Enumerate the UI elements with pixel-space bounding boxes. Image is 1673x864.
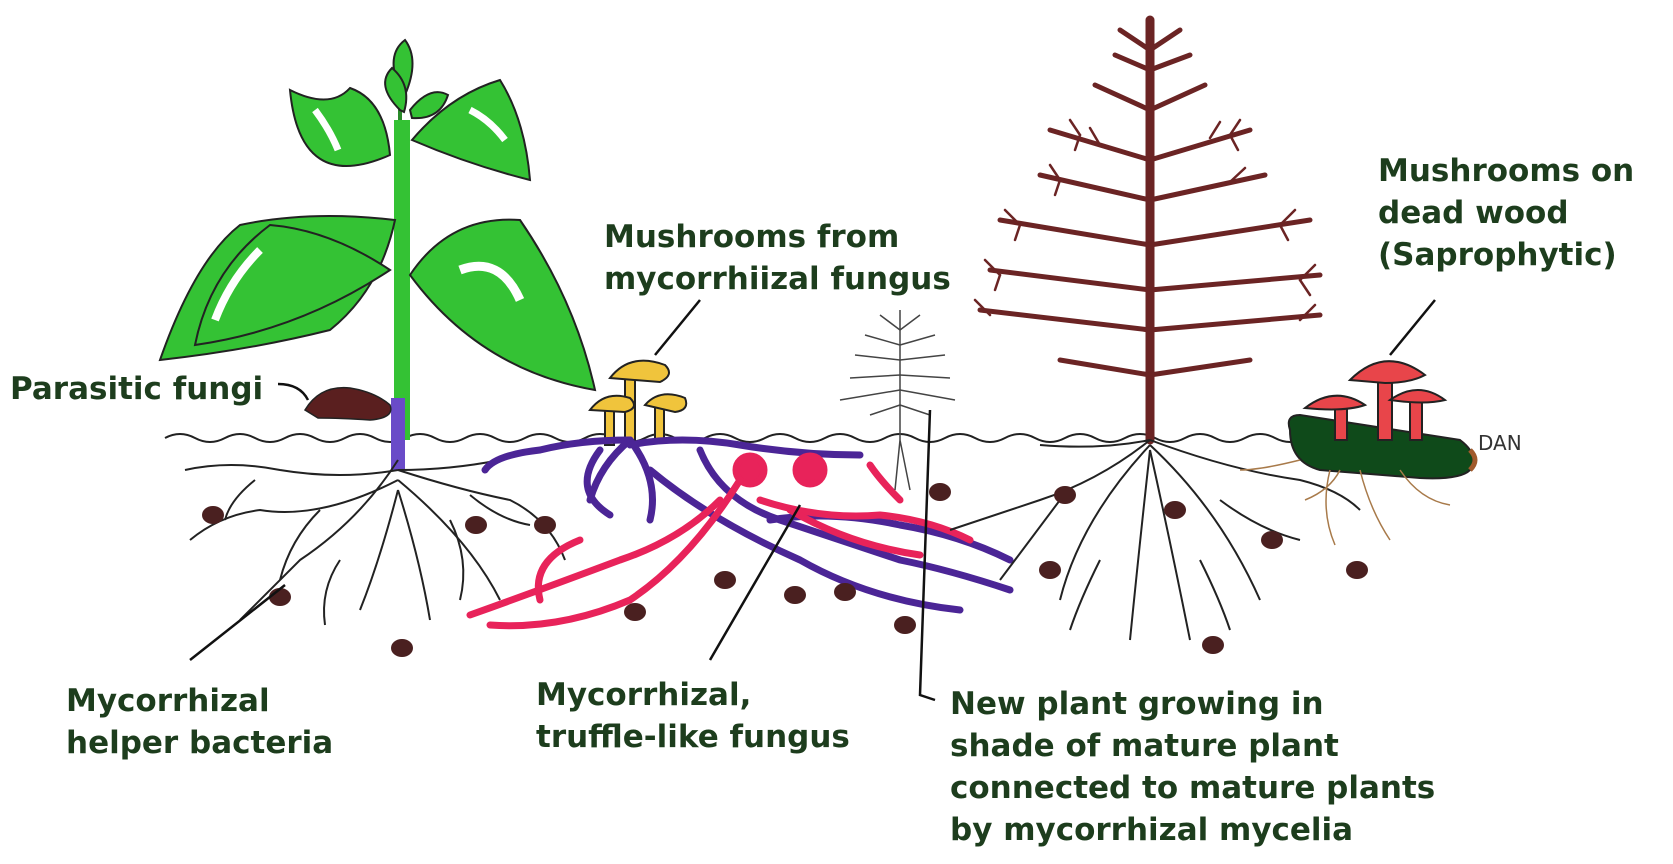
label-parasitic-fungi: Parasitic fungi (10, 368, 263, 410)
label-mushrooms-dead-wood: Mushrooms on dead wood (Saprophytic) (1378, 150, 1634, 276)
label-mushrooms-mycorrhizal: Mushrooms from mycorrhiizal fungus (604, 216, 951, 300)
roots-right (950, 440, 1360, 640)
seedling-icon (840, 310, 955, 490)
yellow-mushroom-cluster-icon (590, 361, 686, 445)
parasitic-fungus-icon (305, 388, 391, 420)
artist-signature: DAN (1478, 431, 1522, 455)
soil-surface (165, 434, 1425, 442)
conifer-tree-icon (975, 20, 1320, 440)
label-truffle-fungus: Mycorrhizal, truffle-like fungus (536, 674, 850, 758)
label-helper-bacteria: Mycorrhizal helper bacteria (66, 680, 333, 764)
label-new-plant: New plant growing in shade of mature pla… (950, 683, 1435, 851)
